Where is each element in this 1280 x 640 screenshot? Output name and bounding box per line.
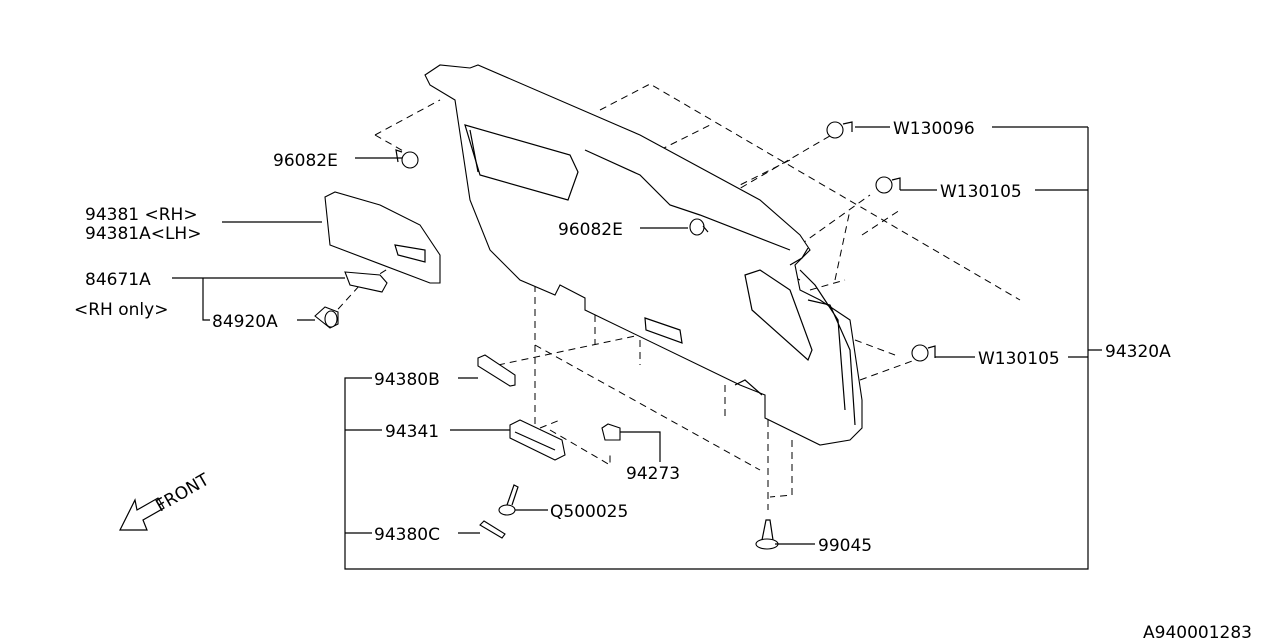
label-96082E-center: 96082E <box>558 220 623 240</box>
clip-w130096-part <box>826 121 853 139</box>
label-Q500025: Q500025 <box>550 502 628 522</box>
label-94380B: 94380B <box>374 370 440 390</box>
label-W130105-right: W130105 <box>978 349 1060 369</box>
label-front: FRONT <box>153 470 214 517</box>
diagram-id: A940001283 <box>1143 623 1252 640</box>
label-94381-rh: 94381 <RH> <box>85 205 198 225</box>
label-W130096: W130096 <box>893 119 975 139</box>
pad-94380B-part <box>477 354 516 387</box>
trim-panel-94320A <box>424 64 863 446</box>
clip-96082E-center-part <box>689 218 709 236</box>
cover-94381-part <box>324 191 441 284</box>
label-rh-only: <RH only> <box>74 300 168 320</box>
clip-w130105-right-part <box>911 344 936 362</box>
front-arrow-icon: FRONT <box>119 470 214 531</box>
bulb-84920A-part <box>314 306 339 329</box>
clip-94273-part <box>601 423 621 441</box>
clip-96082E-left-part <box>395 149 419 169</box>
label-99045: 99045 <box>818 536 872 556</box>
screw-Q500025-part <box>498 484 519 516</box>
label-84671A: 84671A <box>85 270 151 290</box>
label-84920A: 84920A <box>212 312 278 332</box>
pad-94380C-part <box>479 520 506 539</box>
rivet-99045-part <box>755 519 779 550</box>
handle-94341-part <box>509 419 566 461</box>
label-94341: 94341 <box>385 422 439 442</box>
leader-lines <box>172 126 1102 570</box>
label-W130105-top: W130105 <box>940 182 1022 202</box>
socket-84671A-part <box>344 271 388 293</box>
label-96082E-left: 96082E <box>273 151 338 171</box>
label-94273: 94273 <box>626 464 680 484</box>
label-94381A-lh: 94381A<LH> <box>85 224 201 244</box>
label-94320A: 94320A <box>1105 342 1171 362</box>
clip-w130105-top-part <box>875 176 901 194</box>
label-94380C: 94380C <box>374 525 440 545</box>
